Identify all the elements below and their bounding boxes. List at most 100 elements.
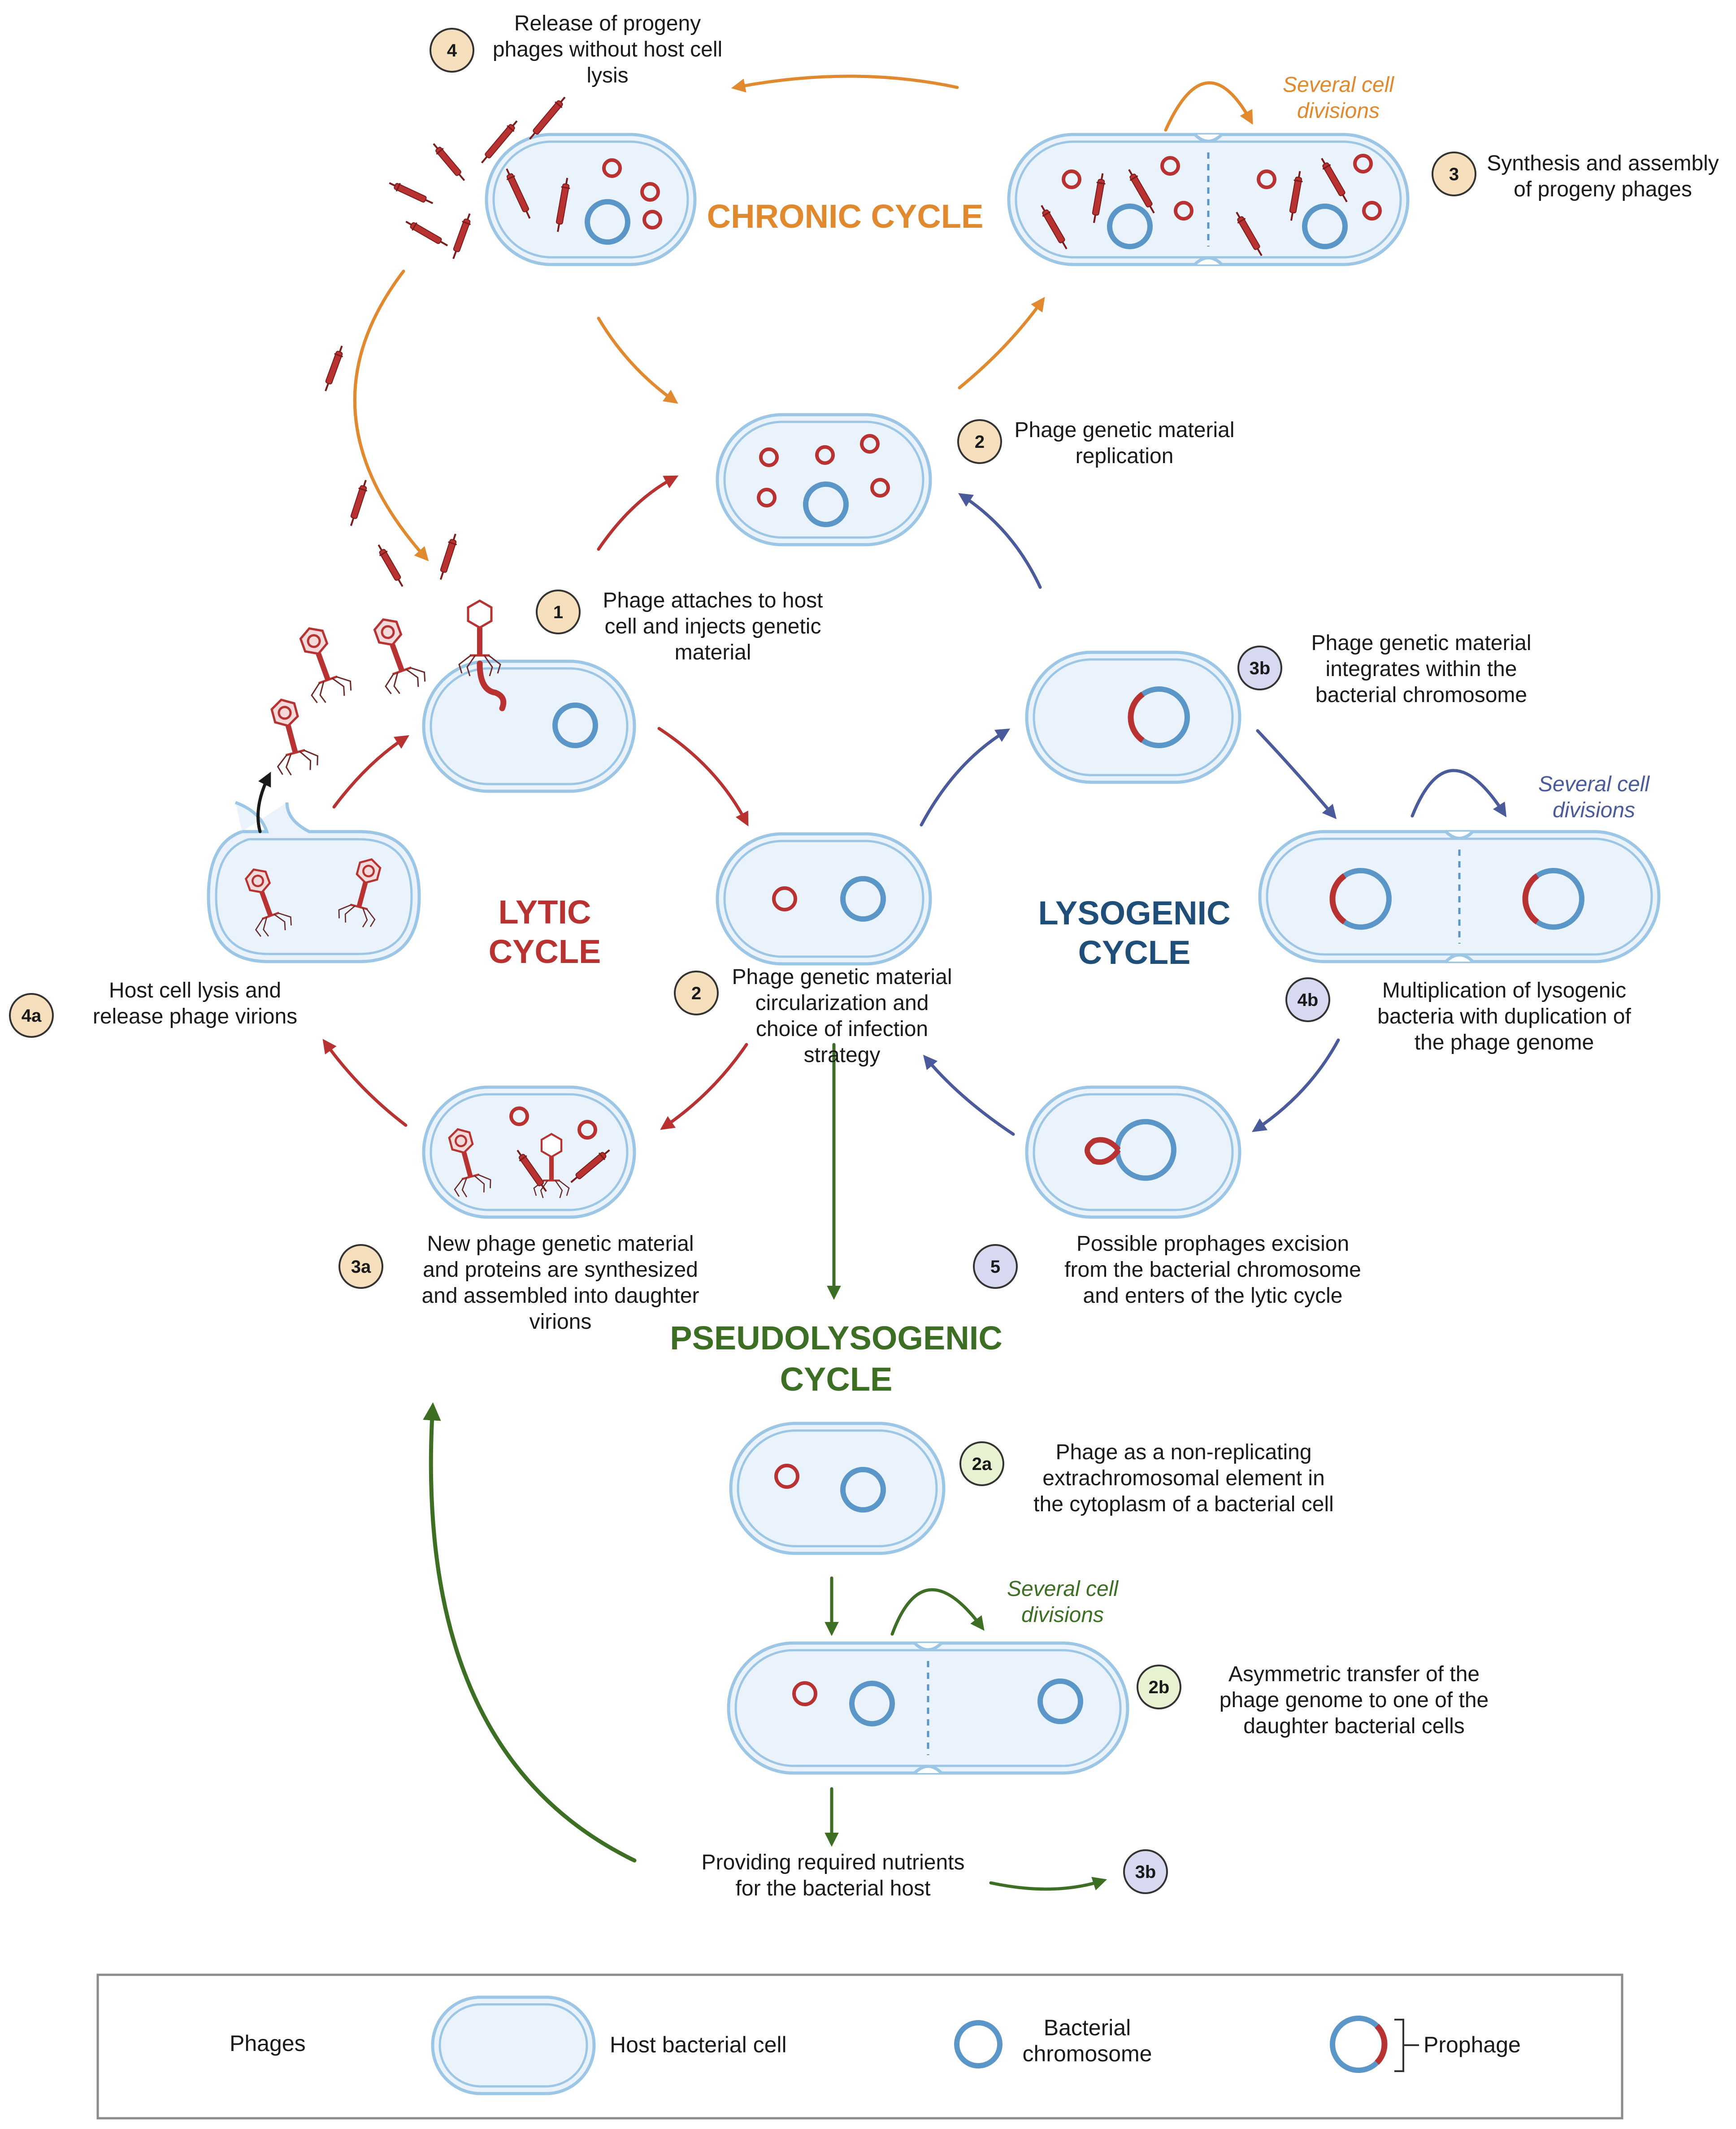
bacterial-chromosome — [849, 1681, 895, 1726]
badge-label: 1 — [553, 603, 563, 622]
phage-dna-circle — [815, 445, 835, 465]
badge-label: 3 — [1449, 165, 1459, 184]
filamentous-phage-icon — [556, 178, 570, 232]
tailed-phage-icon — [270, 698, 318, 776]
cell-lyso-dividing — [1258, 830, 1661, 963]
tailed-phage-icon — [338, 858, 382, 928]
arrow-lyso-division — [1410, 769, 1507, 818]
filamentous-phage-icon — [1092, 173, 1106, 223]
step-badge-lytic-2: 2 — [674, 971, 719, 1015]
phages-layer — [130, 96, 1348, 2079]
bacterial-chromosome — [1302, 204, 1348, 249]
phage-dna-circle — [772, 886, 797, 911]
filamentous-phage-icon — [1289, 171, 1303, 221]
arrow-chronic-to-attach — [353, 269, 429, 562]
cell-lysis — [207, 801, 421, 963]
badge-label: 3b — [1135, 1862, 1156, 1882]
cell-pseudo-element — [729, 1422, 946, 1555]
filamentous-phage-icon — [1128, 169, 1155, 214]
step-badge-pseudo-3b: 3b — [1123, 1849, 1168, 1894]
cell-circularization — [716, 832, 932, 966]
cell-lyso-integration — [1025, 650, 1241, 784]
phage-dna-circle — [602, 158, 622, 178]
badge-label: 2a — [972, 1454, 992, 1474]
phage-dna-circle — [1174, 201, 1194, 221]
filamentous-phage-icon — [350, 480, 368, 526]
phage-dna-circle — [792, 1681, 817, 1706]
filamentous-phage-icon — [452, 213, 471, 259]
phage-dna-circle — [870, 478, 890, 498]
arrow-chronic-release — [731, 74, 959, 93]
badge-label: 4 — [447, 41, 457, 61]
arrows-layer — [256, 74, 1507, 1891]
step-badge-pseudo-2a: 2a — [959, 1441, 1004, 1486]
arrow-lyso-multiplication-to-excision — [1252, 1038, 1340, 1132]
step-badge-lytic-1: 1 — [536, 590, 581, 634]
arrow-pseudo-to-3b — [989, 1877, 1107, 1891]
legend-prophage-icon — [1330, 2016, 1388, 2073]
badge-label: 3a — [351, 1257, 371, 1277]
arrow-lyso-excision-to-circ — [923, 1054, 1015, 1136]
arrow-lyso-integration-to-multiplication — [1256, 729, 1337, 820]
bacterial-chromosome — [840, 1467, 886, 1513]
arrow-pseudo-return — [423, 1402, 637, 1863]
filamentous-phage-icon — [439, 533, 457, 580]
badge-label: 2 — [691, 984, 701, 1003]
filamentous-phage-icon — [389, 182, 434, 204]
filamentous-phage-icon — [506, 168, 531, 219]
phage-dna-circle — [1160, 156, 1180, 176]
badge-label: 4a — [22, 1006, 42, 1026]
tailed-phage-icon — [533, 1133, 570, 1198]
cell-lytic-attach — [422, 659, 636, 793]
tailed-phage-icon — [458, 599, 501, 676]
badge-label: 5 — [990, 1257, 1000, 1277]
arrow-lyso-circ-to-integration — [920, 728, 1011, 827]
bacterial-chromosome — [840, 876, 886, 922]
filamentous-phage-icon — [481, 120, 518, 164]
badge-label: 4b — [1298, 990, 1319, 1010]
step-badge-lyso-5: 5 — [973, 1244, 1018, 1289]
phage-dna-circle — [640, 182, 660, 202]
phage-dna-circle — [577, 1120, 597, 1140]
phage-dna-circle — [860, 434, 880, 454]
badge-label: 2b — [1149, 1678, 1170, 1697]
phage-dna-circle — [1353, 154, 1373, 173]
legend-label-prophage: Prophage — [1424, 2032, 1521, 2057]
arrow-lytic-synthesis-to-lysis — [322, 1039, 408, 1127]
phage-dna-circle — [642, 210, 662, 230]
arrow-lytic-circ-to-synthesis — [660, 1043, 748, 1130]
tailed-phage-icon — [244, 868, 292, 937]
legend-host-cell — [431, 1995, 596, 2095]
tailed-phage-icon — [299, 627, 352, 703]
arrow-replication-to-chronic3 — [958, 297, 1045, 390]
tailed-phage-icon — [373, 618, 426, 694]
filamentous-phage-icon — [433, 143, 465, 181]
cell-lyso-excision — [1025, 1085, 1241, 1219]
cell-chronic-dividing — [1007, 133, 1410, 266]
injected-phage-dna — [477, 660, 507, 711]
arrow-pseudo-division — [890, 1588, 985, 1636]
bacterial-chromosome — [803, 481, 849, 527]
step-badge-lytic-3a: 3a — [339, 1244, 383, 1289]
step-badge-lyso-3b: 3b — [1237, 646, 1282, 690]
phage-dna-circle — [757, 488, 777, 507]
